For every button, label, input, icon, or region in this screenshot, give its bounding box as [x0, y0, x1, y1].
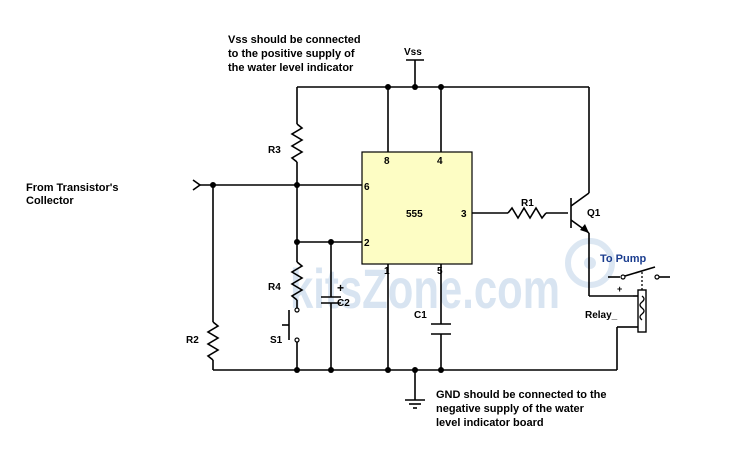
vss-note-line1: Vss should be connected	[228, 34, 361, 46]
vss-note-line3: the water level indicator	[228, 62, 354, 74]
ic-pin-6: 6	[364, 182, 370, 193]
ic-name: 555	[406, 209, 423, 220]
r2-label: R2	[186, 335, 199, 346]
capacitor-c1	[431, 323, 451, 335]
ic-555	[361, 151, 473, 265]
capacitor-c2	[321, 242, 341, 370]
resistor-r3	[290, 87, 304, 242]
s1-label: S1	[270, 335, 283, 346]
c2-label: C2	[337, 298, 350, 309]
resistor-r4	[290, 242, 304, 313]
resistor-r1	[507, 206, 568, 220]
r3-label: R3	[268, 145, 281, 156]
resistor-r2	[206, 185, 220, 370]
relay-plus: +	[617, 284, 622, 294]
q1-label: Q1	[587, 208, 601, 219]
c1-label: C1	[414, 310, 427, 321]
pump-label: To Pump	[600, 253, 647, 265]
vss-note-line2: to the positive supply of	[228, 48, 355, 60]
ic-pin-3: 3	[461, 209, 467, 220]
pump-switch	[608, 266, 670, 280]
r1-label: R1	[521, 198, 534, 209]
ic-pin-wires	[200, 87, 508, 370]
input-label-line2: Collector	[26, 195, 74, 207]
ic-pin-2: 2	[364, 238, 370, 249]
gnd-note-line2: negative supply of the water	[436, 403, 585, 415]
watermark: kitsZone.com	[290, 257, 560, 320]
relay-label: Relay_	[585, 310, 618, 321]
ic-pin-8: 8	[384, 156, 390, 167]
r4-label: R4	[268, 282, 281, 293]
switch-s1	[282, 310, 300, 370]
gnd-note-line1: GND should be connected to the	[436, 389, 607, 401]
transistor-q1	[570, 192, 633, 297]
relay	[633, 272, 647, 333]
watermark-logo-icon	[565, 238, 615, 288]
vss-label: Vss	[404, 47, 422, 58]
input-arrow-icon	[192, 179, 202, 191]
gnd-note-line3: level indicator board	[436, 417, 544, 429]
c2-plus: +	[337, 281, 344, 295]
ic-pin-1: 1	[384, 266, 390, 277]
ic-pin-4: 4	[437, 156, 443, 167]
input-label-line1: From Transistor's	[26, 182, 118, 194]
ic-pin-5: 5	[437, 266, 443, 277]
